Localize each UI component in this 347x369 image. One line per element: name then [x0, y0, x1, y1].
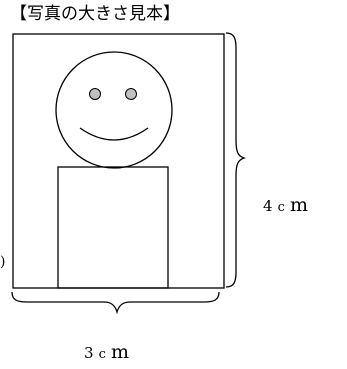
width-brace [11, 291, 220, 315]
left-eye [89, 88, 101, 100]
sample-title: 【写真の大きさ見本】 [10, 4, 180, 24]
edge-paren-mark: ) [0, 254, 6, 270]
width-number: 3 [84, 344, 94, 362]
width-dimension-label: 3 c m [84, 343, 129, 364]
height-unit-m: m [290, 194, 309, 216]
smile-arc [79, 127, 149, 141]
right-eye [125, 88, 137, 100]
width-unit-c: c [98, 347, 106, 362]
photo-frame [12, 33, 225, 289]
width-unit-m: m [111, 341, 130, 363]
height-brace [225, 32, 247, 288]
head-circle [55, 51, 173, 169]
height-dimension-label: 4 c m [263, 196, 308, 217]
body-rect [57, 166, 169, 289]
height-unit-c: c [277, 200, 285, 215]
height-number: 4 [263, 197, 273, 215]
